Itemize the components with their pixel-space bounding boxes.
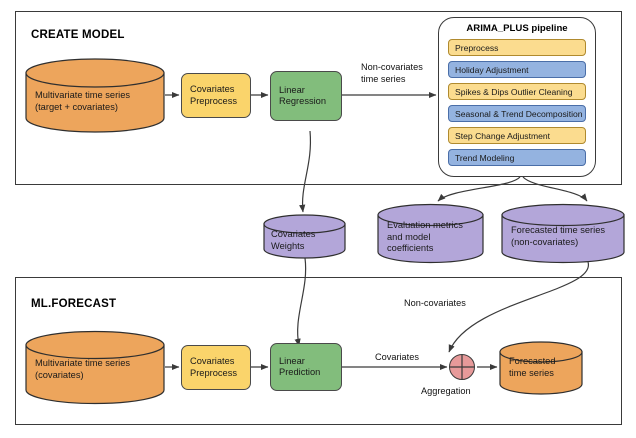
arima-plus-pipeline: ARIMA_PLUS pipeline Preprocess Holiday A… [438, 17, 596, 177]
aggregation-label: Aggregation [421, 386, 471, 396]
pipeline-stage-holiday-adjustment[interactable]: Holiday Adjustment [448, 61, 586, 78]
create-input-store: Multivariate time series (target + covar… [26, 60, 164, 132]
pipeline-stage-spikes-dips-outlier-cleaning[interactable]: Spikes & Dips Outlier Cleaning [448, 83, 586, 100]
artifact-covariates-weights: Covariates Weights [264, 215, 345, 258]
artifact-evaluation-metrics-label: Evaluation metrics and model coefficient… [387, 220, 463, 253]
cylinder-create-input [25, 58, 165, 133]
artifact-forecasted-noncovariates: Forecasted time series (non-covariates) [502, 205, 624, 262]
linear-prediction-box[interactable]: Linear Prediction [270, 343, 342, 391]
cylinder-forecast-input [25, 330, 165, 405]
forecast-covariates-preprocess[interactable]: Covariates Preprocess [181, 345, 251, 390]
forecast-input-store: Multivariate time series (covariates) [26, 332, 164, 404]
create-model-title: CREATE MODEL [31, 29, 125, 41]
edge-label-covariates: Covariates [375, 352, 419, 362]
arrow-weights-to-linpred [294, 257, 307, 347]
cylinder-forecast-output [499, 341, 583, 395]
arrow-pipeline-to-evalmetrics [437, 176, 521, 202]
cylinder-evaluation-metrics [377, 203, 484, 264]
create-input-store-label: Multivariate time series (target + covar… [35, 90, 131, 112]
artifact-evaluation-metrics: Evaluation metrics and model coefficient… [378, 205, 483, 262]
aggregation-node[interactable] [449, 354, 475, 380]
ml-forecast-title: ML.FORECAST [31, 298, 117, 310]
arrow-forecastednoncov-to-aggregation [448, 261, 589, 353]
edge-label-non-covariates: Non-covariates [404, 298, 466, 308]
pipeline-stage-step-change-adjustment[interactable]: Step Change Adjustment [448, 127, 586, 144]
artifact-covariates-weights-label: Covariates Weights [271, 229, 316, 251]
cylinder-forecasted-noncov [501, 203, 625, 264]
cylinder-covariates-weights [263, 214, 346, 259]
pipeline-stage-trend-modeling[interactable]: Trend Modeling [448, 149, 586, 166]
edge-label-non-covariates-time-series: Non-covariates time series [361, 62, 423, 84]
pipeline-stage-preprocess[interactable]: Preprocess [448, 39, 586, 56]
forecast-output-store: Forecasted time series [500, 342, 582, 394]
linear-regression-box[interactable]: Linear Regression [270, 71, 342, 121]
arrow-pipeline-to-forecastednoncov [522, 176, 588, 202]
create-model-section [15, 11, 622, 185]
arrow-linreg-to-weights [299, 130, 312, 213]
arima-plus-pipeline-title: ARIMA_PLUS pipeline [466, 23, 568, 34]
artifact-forecasted-noncovariates-label: Forecasted time series (non-covariates) [511, 225, 606, 247]
forecast-output-store-label: Forecasted time series [509, 356, 556, 378]
pipeline-stage-seasonal-trend-decomposition[interactable]: Seasonal & Trend Decomposition [448, 105, 586, 122]
forecast-input-store-label: Multivariate time series (covariates) [35, 358, 131, 380]
create-covariates-preprocess[interactable]: Covariates Preprocess [181, 73, 251, 118]
ml-forecast-section [15, 277, 622, 425]
